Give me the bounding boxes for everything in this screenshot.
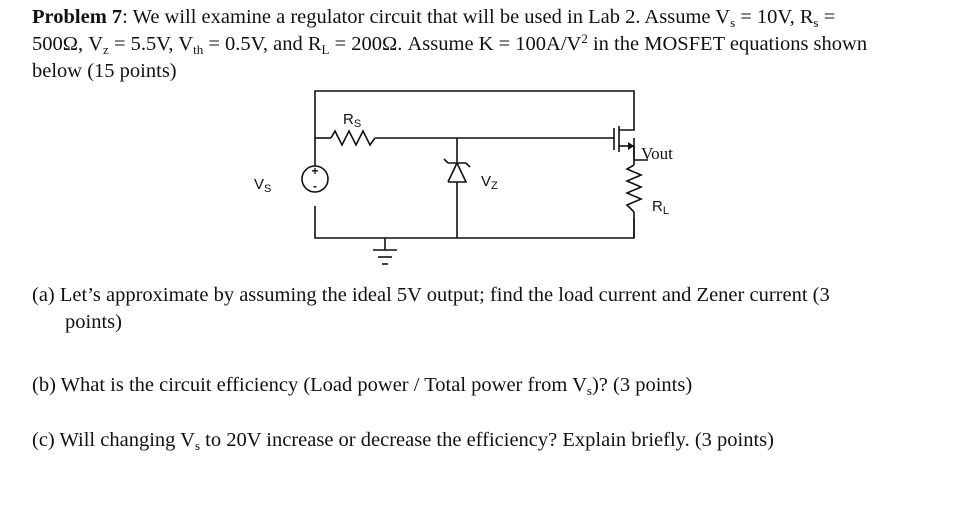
intro-text: in the MOSFET equations shown <box>587 33 868 55</box>
question-a-line-2: points) <box>65 311 122 333</box>
question-b: (b) What is the circuit efficiency (Load… <box>32 372 692 399</box>
intro-line-3: below (15 points) <box>32 60 177 82</box>
subscript: s <box>586 383 592 398</box>
problem-label: Problem 7 <box>32 6 123 28</box>
intro-text: 500Ω, V <box>32 33 104 55</box>
intro-text: = 200Ω. Assume K = 100A/V <box>329 33 582 55</box>
mosfet-arrow-icon <box>628 142 634 150</box>
intro-text: = 5.5V, V <box>108 33 194 55</box>
rl-label: RL <box>652 198 669 217</box>
zener-diode-icon <box>443 158 471 183</box>
intro-text: = 10V, R <box>735 6 814 28</box>
subscript: s <box>730 15 736 30</box>
subscript: th <box>193 42 204 57</box>
plus-sign: + <box>311 164 318 178</box>
question-c: (c) Will changing Vs to 20V increase or … <box>32 427 774 454</box>
question-b-text: (b) What is the circuit efficiency (Load… <box>32 374 587 396</box>
subscript: L <box>321 42 330 57</box>
question-a: (a) Let’s approximate by assuming the id… <box>32 282 830 336</box>
problem-intro: Problem 7: We will examine a regulator c… <box>32 4 867 85</box>
intro-text: : We will examine a regulator circuit th… <box>122 6 731 28</box>
intro-line-2: 500Ω, Vz = 5.5V, Vth = 0.5V, and RL = 20… <box>32 31 867 58</box>
circuit-wires <box>314 90 635 250</box>
intro-text: = 0.5V, and R <box>203 33 322 55</box>
minus-sign: - <box>313 179 317 193</box>
intro-text: = <box>818 6 836 28</box>
voltage-source: + - <box>301 164 329 193</box>
vs-label: VS <box>254 176 271 195</box>
question-b-text: )? (3 points) <box>591 374 693 396</box>
rs-label: RS <box>343 111 361 130</box>
rs-resistor-icon <box>330 129 376 147</box>
question-c-text: to 20V increase or decrease the efficien… <box>200 429 774 451</box>
intro-line-1: Problem 7: We will examine a regulator c… <box>32 4 867 31</box>
ground-icon <box>373 249 397 265</box>
voltage-source-icon <box>301 165 329 193</box>
rl-resistor-icon <box>624 164 644 213</box>
question-a-line-1: (a) Let’s approximate by assuming the id… <box>32 284 830 306</box>
vz-label: VZ <box>481 173 498 192</box>
question-c-text: (c) Will changing V <box>32 429 195 451</box>
vout-tap-wire <box>633 146 648 161</box>
subscript: s <box>194 438 201 453</box>
subscript: s <box>813 15 819 30</box>
superscript: 2 <box>581 31 588 46</box>
vout-label: Vout <box>641 144 673 163</box>
subscript: z <box>103 42 109 57</box>
